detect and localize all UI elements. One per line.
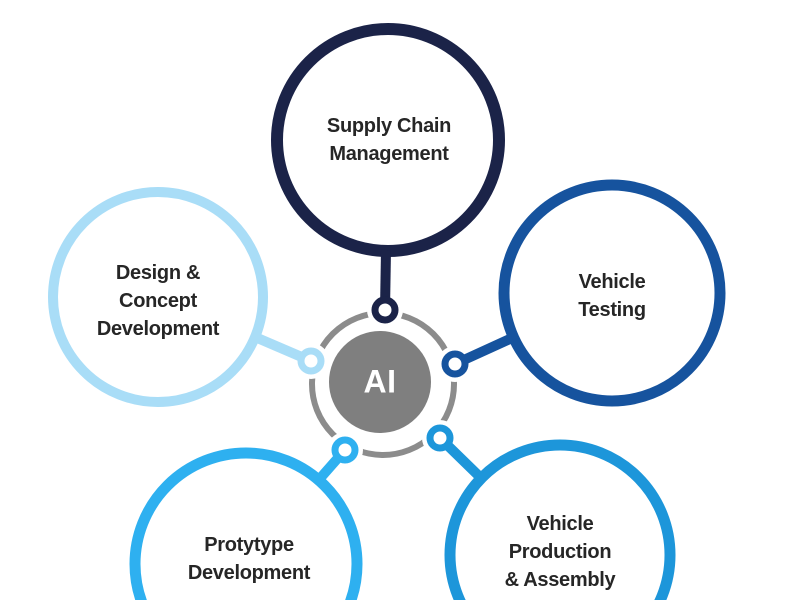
- node-circle-design-concept-development: [48, 187, 268, 407]
- node-label-design-concept-development: Design & Concept Development: [96, 262, 220, 340]
- connector-supply-chain-management: [371, 296, 399, 324]
- node-label-vehicle-production-assembly: Vehicle Production & Assembly: [504, 513, 616, 591]
- node-circle-vehicle-testing: [498, 179, 726, 407]
- hub-label: AI: [363, 363, 397, 400]
- connector-prototype-development: [331, 436, 359, 464]
- node-circle-vehicle-production-assembly: [444, 439, 676, 600]
- node-label-prototype-development: Protytype Development: [187, 534, 311, 584]
- node-label-vehicle-testing: Vehicle Testing: [578, 271, 646, 321]
- node-circle-prototype-development: [129, 447, 363, 600]
- connector-vehicle-production-assembly: [426, 424, 454, 452]
- connector-design-concept-development: [297, 347, 325, 375]
- hub-circle: [329, 331, 431, 433]
- connector-vehicle-testing: [441, 350, 469, 378]
- node-label-supply-chain-management: Supply Chain Management: [326, 115, 452, 165]
